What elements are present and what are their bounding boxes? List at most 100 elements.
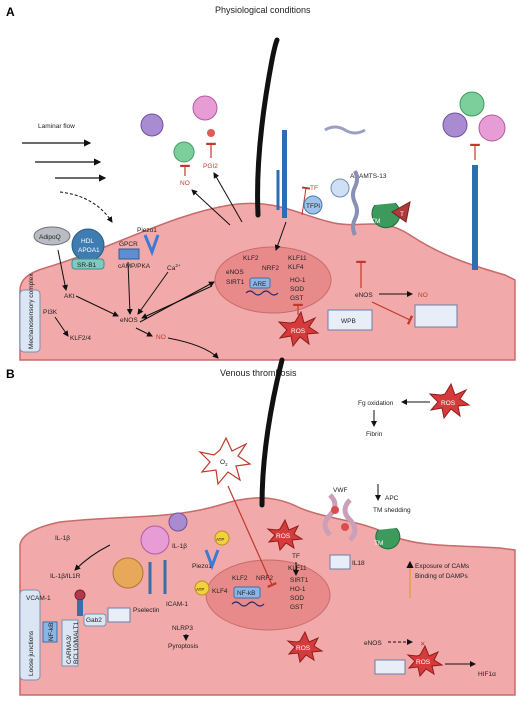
arrow-to-no-top (191, 189, 231, 226)
icam1-label: ICAM-1 (166, 601, 188, 608)
klf24-label: KLF2/4 (70, 335, 91, 342)
nucleus-a-sirt1: SIRT1 (226, 279, 245, 286)
neutrophil-b (112, 557, 144, 589)
vcam1-label: VCAM-1 (26, 595, 51, 602)
loose-junction-label: Loose junctions (28, 630, 35, 676)
o2-burst (198, 436, 252, 486)
atp-label-1: ATP (216, 537, 224, 542)
tf-a-label: TF (310, 185, 318, 192)
mechanosensory-box (19, 289, 41, 353)
exposure-cams-label: Exposure of CAMs (415, 563, 470, 570)
gpcr-label: GPCR (119, 241, 138, 248)
il1r-receptor (77, 600, 83, 616)
hif1a-label: HIF1α (478, 671, 496, 678)
platelet-small (207, 129, 215, 137)
wpb-box (327, 309, 373, 331)
nucleus-a-ho1: HO-1 (290, 277, 306, 284)
binding-damps-label: Binding of DAMPs (415, 573, 468, 580)
enos-left-label: eNOS (120, 317, 138, 324)
inhibit-o2-nucleus (227, 485, 277, 589)
il18-label: IL18 (352, 560, 365, 567)
arrow-no-down (167, 337, 219, 359)
panel-a-title: Physiological conditions (215, 5, 311, 15)
arrow-il1b-left (74, 544, 111, 571)
vwf-fragment-a (324, 125, 366, 135)
il1b-il1r-label: IL-1β/IL1R (50, 573, 81, 580)
tf-b-label: TF (292, 553, 300, 560)
ca-label: Ca2+ (167, 263, 181, 272)
leukocyte-cell-a1 (192, 95, 218, 121)
enos-b-label: eNOS (364, 640, 382, 647)
platelet-b1 (168, 512, 188, 532)
atp-circle-1 (214, 530, 230, 546)
tm-b-label: TM (374, 540, 383, 547)
vwf-strand-a (351, 170, 359, 236)
gab2-label: Gab2 (86, 617, 102, 624)
are-box (249, 277, 271, 289)
vwf-platelet-2 (341, 523, 349, 531)
leukocyte-cell-a4 (478, 114, 506, 142)
no-top-label: NO (180, 180, 190, 187)
nucleus-a-klf4: KLF4 (288, 264, 304, 271)
receptor-stalk-b (472, 165, 478, 270)
nucleus-a-klf2: KLF2 (243, 255, 259, 262)
nfkb-box-b (233, 586, 261, 599)
arrow-receptor-nucleus (274, 221, 287, 251)
tfpi-label: TFPI (306, 203, 320, 210)
nucleus-b-nfkb: NF-kB (237, 590, 255, 597)
enos-x-mark: ✕ (420, 641, 425, 648)
primary-cilium-b (259, 357, 285, 508)
camp-pka-label: cAMP/PKA (118, 263, 151, 270)
tm-a-label: TM (371, 218, 380, 225)
nucleus-a-gst: GST (290, 295, 303, 302)
wpb-label: WPB (341, 318, 356, 325)
arrow-ca-enos (137, 271, 169, 315)
leukocyte-b1 (140, 525, 170, 555)
wpb-box-right (414, 304, 458, 328)
wpb-box-b (374, 659, 406, 675)
panel-b-title: Venous thrombosis (220, 368, 297, 378)
platelet-cell-a2 (442, 112, 468, 138)
akt-label: AKt (64, 293, 75, 300)
receptor-stalk-a (282, 130, 287, 218)
atp-circle-2 (194, 580, 210, 596)
pyroptosis-label: Pyroptosis (168, 643, 199, 650)
adipoq-label: AdipoQ (39, 234, 61, 241)
nucleus-b (205, 559, 331, 631)
nucleus-b-gst: GST (290, 604, 303, 611)
bcl-label: BCL10/MALT1 (73, 621, 80, 664)
card-label: CARMA3/ (66, 635, 73, 664)
nucleus-b-klf2: KLF2 (232, 575, 248, 582)
gab2-box (83, 613, 107, 627)
ros-burst-b1 (428, 382, 471, 420)
gpcr-receptor (118, 248, 140, 260)
nucleus-b-sod: SOD (290, 595, 304, 602)
il1b-mid-label: IL-1β (172, 543, 187, 550)
ros-top-label: ROS (441, 400, 456, 407)
ros-right-label: ROS (416, 659, 431, 666)
ros-a-label: ROS (291, 328, 306, 335)
piezo1-b-channel (204, 549, 220, 571)
card-box (61, 619, 79, 667)
nfkb-box-left (42, 621, 58, 643)
ros-burst-b4 (406, 644, 444, 678)
arrow-adipoq-akt (57, 249, 68, 291)
nucleus-a-nrf2: NRF2 (262, 265, 279, 272)
srb1-label: SR-B1 (77, 262, 97, 269)
primary-cilium-a (255, 37, 280, 218)
no-right-label: NO (418, 292, 428, 299)
adamts13-label: ADAMTS-13 (350, 173, 387, 180)
arrow-to-pgi2 (213, 172, 243, 223)
nucleus-b-klf11: KLF11 (288, 565, 307, 572)
arrow-gpcr-enos (126, 261, 133, 315)
nucleus-b-klf4: KLF4 (212, 588, 228, 595)
tm-shape-b (375, 527, 401, 550)
enos-right-label: eNOS (355, 292, 373, 299)
piezo1-label: Piezo1 (137, 227, 157, 234)
pgi2-label: PGI2 (203, 163, 218, 170)
thrombin-shape (391, 201, 411, 223)
no-left-label: NO (156, 334, 166, 341)
fg-oxidation-label: Fg oxidation (358, 400, 394, 407)
il1b-left-label: IL-1β (55, 535, 70, 542)
